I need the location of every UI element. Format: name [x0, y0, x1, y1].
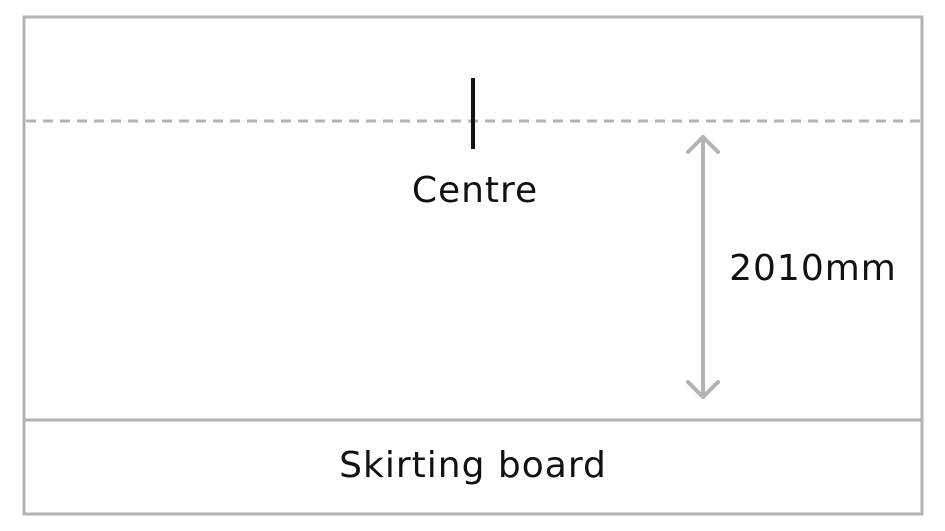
measurement-label: 2010mm	[729, 248, 897, 289]
wall-outline	[22, 15, 924, 516]
arrow-down-icon	[686, 380, 720, 399]
arrow-up-icon	[686, 135, 720, 154]
measurement-arrow	[686, 135, 720, 399]
skirting-board-label: Skirting board	[339, 445, 607, 486]
centre-label: Centre	[412, 170, 538, 211]
